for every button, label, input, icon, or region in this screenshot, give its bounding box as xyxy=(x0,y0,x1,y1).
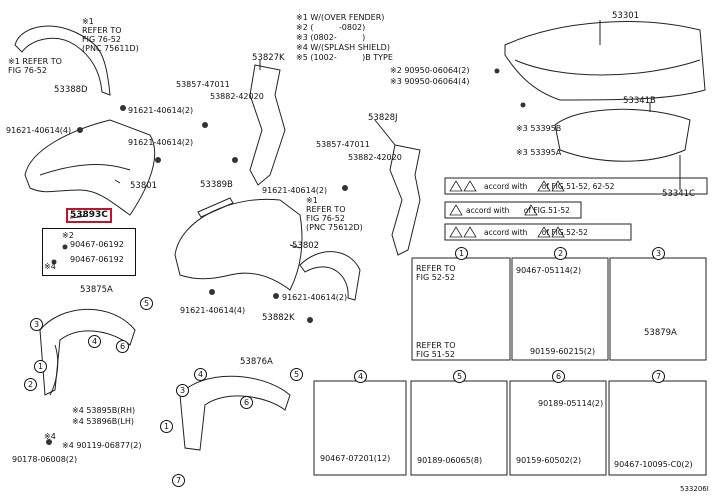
label-90950-b[interactable]: ※3 90950-06064(4) xyxy=(390,77,470,86)
label-91621-b[interactable]: 91621-40614(2) xyxy=(128,138,194,147)
detail-header-7[interactable]: 7 xyxy=(652,370,665,383)
detail-box-3 xyxy=(609,257,707,361)
label-53882-a[interactable]: 53882-42020 xyxy=(210,92,264,101)
note-s4: ※4 xyxy=(44,262,56,271)
label-90189-06065[interactable]: 90189-06065(8) xyxy=(417,456,483,465)
note-box-2 xyxy=(444,201,582,219)
detail-header-4[interactable]: 4 xyxy=(354,370,367,383)
note-s4b: ※4 xyxy=(44,432,56,441)
label-90119[interactable]: ※4 90119-06877(2) xyxy=(62,441,142,450)
label-53876a[interactable]: 53876A xyxy=(240,357,273,367)
ref-fig-52-52: REFER TO FIG 52-52 xyxy=(416,264,456,282)
label-53341c[interactable]: 53341C xyxy=(662,189,695,199)
note-accord-3: accord with of FIG.52-52 xyxy=(484,228,588,237)
detail-header-2[interactable]: 2 xyxy=(554,247,567,260)
fender-53802 xyxy=(174,198,303,291)
callout-7-b[interactable]: 7 xyxy=(172,474,185,487)
label-53801[interactable]: 53801 xyxy=(130,181,158,191)
legend-3: ※3 (0802- ) xyxy=(296,33,366,42)
callout-1-b[interactable]: 1 xyxy=(160,420,173,433)
detail-header-1[interactable]: 1 xyxy=(455,247,468,260)
liner-53875a xyxy=(39,308,136,396)
label-53395b[interactable]: ※3 53395B xyxy=(516,124,562,133)
callout-1-a[interactable]: 1 xyxy=(34,360,47,373)
label-90178[interactable]: 90178-06008(2) xyxy=(12,455,78,464)
label-53875a[interactable]: 53875A xyxy=(80,285,113,295)
legend-2: ※2 ( -0802) xyxy=(296,23,366,32)
label-90950-a[interactable]: ※2 90950-06064(2) xyxy=(390,66,470,75)
label-90467-05114[interactable]: 90467-05114(2) xyxy=(516,266,582,275)
note-box-1 xyxy=(444,177,708,195)
callout-5-a[interactable]: 5 xyxy=(140,297,153,310)
note-box-3 xyxy=(444,223,632,241)
note-accord-1: accord with of FIG.51-52, 62-52 xyxy=(484,182,615,191)
label-53896b[interactable]: ※4 53896B(LH) xyxy=(72,417,134,426)
fender-53801 xyxy=(24,119,156,216)
label-53388d[interactable]: 53388D xyxy=(54,85,88,95)
label-53857-a[interactable]: 53857-47011 xyxy=(176,80,230,89)
label-91621-4b[interactable]: 91621-40614(4) xyxy=(180,306,246,315)
detail-header-3[interactable]: 3 xyxy=(652,247,665,260)
label-90189-05114[interactable]: 90189-05114(2) xyxy=(538,399,604,408)
callout-3-b[interactable]: 3 xyxy=(176,384,189,397)
detail-header-5[interactable]: 5 xyxy=(453,370,466,383)
legend-1: ※1 W/(OVER FENDER) xyxy=(296,13,385,22)
over-fender-top xyxy=(14,25,111,96)
label-53828j[interactable]: 53828J xyxy=(368,113,398,123)
label-53802[interactable]: 53802 xyxy=(292,241,320,251)
label-90159-60215[interactable]: 90159-60215(2) xyxy=(530,347,596,356)
bracket-53828j xyxy=(389,144,421,256)
label-53895b[interactable]: ※4 53895B(RH) xyxy=(72,406,136,415)
note-s2: ※2 xyxy=(62,231,74,240)
label-53341b[interactable]: 53341B xyxy=(623,96,656,106)
legend-5: ※5 (1002- )B TYPE xyxy=(296,53,393,62)
callout-6-b[interactable]: 6 xyxy=(240,396,253,409)
label-53301[interactable]: 53301 xyxy=(612,11,640,21)
label-53882-b[interactable]: 53882-42020 xyxy=(348,153,402,162)
label-53882k[interactable]: 53882K xyxy=(262,313,295,323)
label-53879a[interactable]: 53879A xyxy=(644,328,677,338)
label-91621-c[interactable]: 91621-40614(2) xyxy=(262,186,328,195)
callout-4-b[interactable]: 4 xyxy=(194,368,207,381)
label-90159-60502[interactable]: 90159-60502(2) xyxy=(516,456,582,465)
label-53395a[interactable]: ※3 53395A xyxy=(516,148,562,157)
callout-4-a[interactable]: 4 xyxy=(88,335,101,348)
label-91621-a[interactable]: 91621-40614(2) xyxy=(128,106,194,115)
label-91621-4[interactable]: 91621-40614(4) xyxy=(6,126,72,135)
callout-2-a[interactable]: 2 xyxy=(24,378,37,391)
liner-53876a xyxy=(179,375,291,451)
note-accord-2: accord with of FIG.51-52 xyxy=(466,206,570,215)
ref-fig-76-52: ※1 REFER TO FIG 76-52 xyxy=(8,57,62,75)
legend-4: ※4 W/(SPLASH SHIELD) xyxy=(296,43,390,52)
label-53857-b[interactable]: 53857-47011 xyxy=(316,140,370,149)
callout-3-a[interactable]: 3 xyxy=(30,318,43,331)
hood-53301 xyxy=(504,21,706,101)
clip-group-box xyxy=(42,228,136,276)
callout-5-b[interactable]: 5 xyxy=(290,368,303,381)
ref-fig-51-52: REFER TO FIG 51-52 xyxy=(416,341,456,359)
label-53389b[interactable]: 53389B xyxy=(200,180,233,190)
figure-code: 533206I xyxy=(680,485,709,493)
callout-6-a[interactable]: 6 xyxy=(116,340,129,353)
insulator-53341b xyxy=(554,108,691,162)
label-90467-a[interactable]: 90467-06192 xyxy=(70,240,124,249)
detail-header-6[interactable]: 6 xyxy=(552,370,565,383)
over-fender-mid xyxy=(299,251,361,301)
label-91621-d[interactable]: 91621-40614(2) xyxy=(282,293,348,302)
label-53827k[interactable]: 53827K xyxy=(252,53,285,63)
bracket-53827k xyxy=(249,64,286,186)
label-90467-10095[interactable]: 90467-10095-C0(2) xyxy=(614,460,693,469)
label-90467-b[interactable]: 90467-06192 xyxy=(70,255,124,264)
label-90467-07201[interactable]: 90467-07201(12) xyxy=(320,454,391,463)
label-53893c-highlight[interactable]: 53893C xyxy=(66,208,112,223)
ref-fig-76-52-d: ※1 REFER TO FIG 76-52 (PNC 75611D) xyxy=(82,17,139,53)
ref-fig-76-52-pnc-75612d: ※1 REFER TO FIG 76-52 (PNC 75612D) xyxy=(306,196,363,232)
